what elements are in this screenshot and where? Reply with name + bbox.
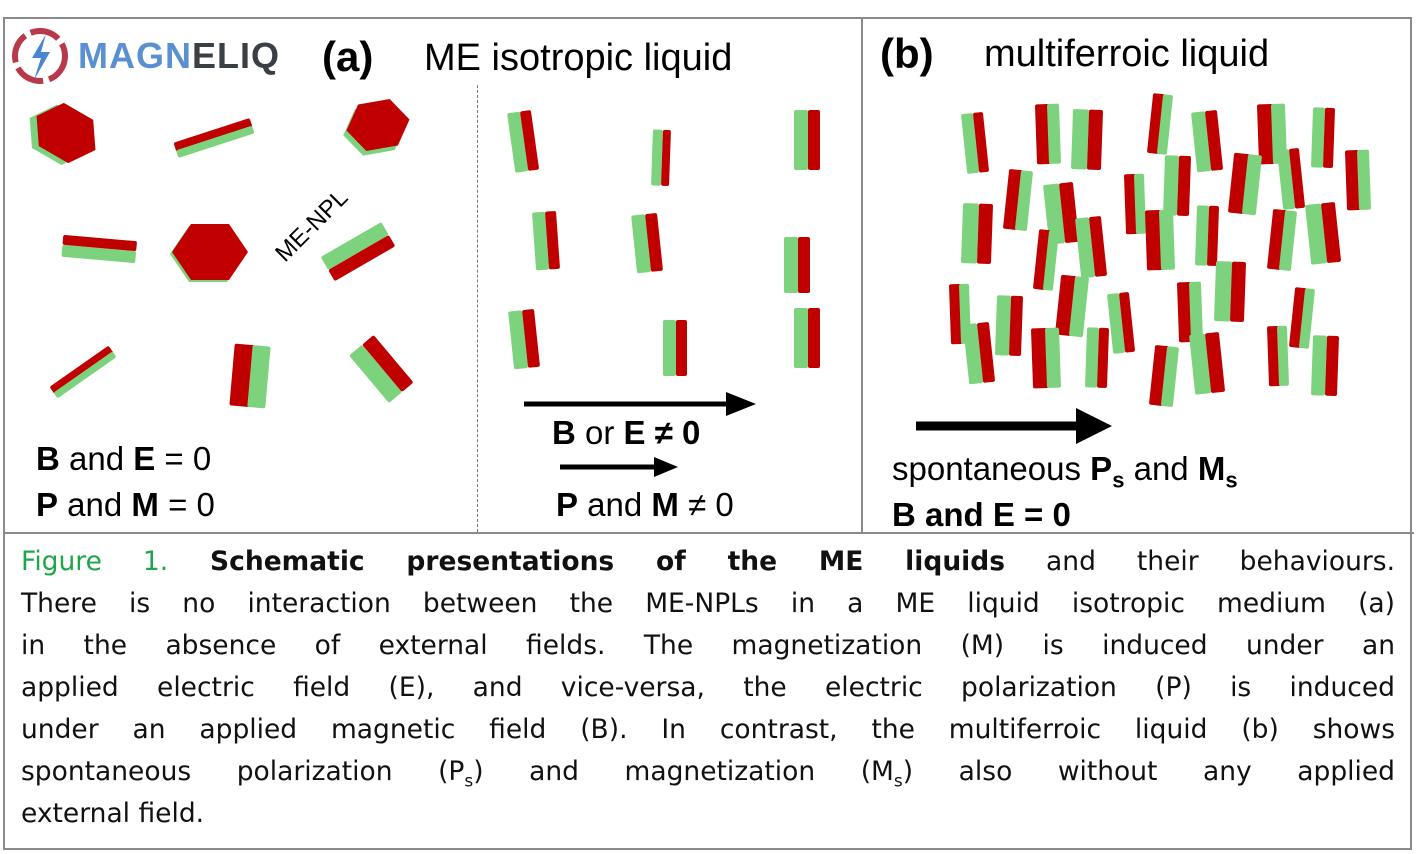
platelet xyxy=(1124,173,1146,235)
platelet xyxy=(1107,292,1135,354)
platelet xyxy=(1145,209,1175,271)
platelet xyxy=(507,110,539,173)
platelet xyxy=(229,343,271,409)
fields-nonzero-label: B or E ≠ 0 xyxy=(552,414,701,451)
logo-text: MAGNELIQ xyxy=(78,35,281,76)
platelet xyxy=(963,322,995,385)
panel-a-title: ME isotropic liquid xyxy=(424,37,733,79)
platelet xyxy=(651,129,671,186)
caption-line: in the absence of external fields. The m… xyxy=(21,630,1395,661)
platelet xyxy=(321,222,395,281)
platelet xyxy=(1305,202,1341,265)
fields-zero-label: B and E = 0 xyxy=(36,440,212,477)
platelet xyxy=(1177,281,1203,343)
caption-line: spontaneous polarization (Ps) and magnet… xyxy=(21,756,1395,792)
platelet xyxy=(1214,261,1246,322)
platelet xyxy=(1267,325,1289,387)
platelet xyxy=(1345,149,1371,211)
figure-label: Figure 1. xyxy=(21,546,169,577)
field-arrow xyxy=(524,392,756,416)
platelet xyxy=(1031,327,1061,389)
magneliq-logo: MAGNELIQ xyxy=(10,26,280,86)
caption-divider xyxy=(3,532,1414,534)
platelet xyxy=(1071,109,1103,170)
platelet xyxy=(1163,155,1191,216)
platelet xyxy=(995,295,1023,356)
platelet xyxy=(1147,93,1173,155)
platelet xyxy=(1311,107,1335,168)
caption-line: under an applied magnetic field (B). In … xyxy=(21,714,1395,745)
fields-zero-label-b: B and E = 0 xyxy=(892,496,1071,533)
caption-line: external field. xyxy=(21,798,205,829)
platelet xyxy=(1311,335,1339,396)
platelet xyxy=(794,110,820,170)
figure-frame xyxy=(3,17,1412,850)
panel-b-title: multiferroic liquid xyxy=(984,33,1270,75)
dashed-divider xyxy=(477,85,478,532)
lightning-ring-icon xyxy=(12,28,68,84)
platelet xyxy=(961,203,993,264)
platelet xyxy=(784,237,810,293)
platelet xyxy=(1191,110,1223,173)
field-arrow xyxy=(560,457,678,477)
platelet xyxy=(631,213,663,274)
platelet xyxy=(1035,103,1061,165)
platelet xyxy=(1075,216,1107,279)
platelet xyxy=(1055,274,1089,338)
field-arrow xyxy=(916,408,1112,444)
panel-a-label: (a) xyxy=(322,33,374,80)
platelet xyxy=(1195,205,1219,266)
figure-caption: Figure 1. Schematic presentations of the… xyxy=(21,541,1395,835)
platelet xyxy=(61,234,137,263)
platelet xyxy=(50,346,116,398)
platelet xyxy=(1043,182,1079,245)
platelet xyxy=(532,211,560,271)
platelet xyxy=(1228,152,1262,216)
caption-line: applied electric field (E), and vice-ver… xyxy=(21,672,1395,703)
platelet xyxy=(1289,287,1315,349)
platelet xyxy=(1277,148,1305,210)
platelet-face xyxy=(170,224,248,282)
platelet xyxy=(174,118,254,158)
panel-b-label: (b) xyxy=(880,30,934,77)
platelet xyxy=(663,320,687,376)
panel-divider xyxy=(861,17,863,533)
platelet xyxy=(961,112,989,174)
platelet xyxy=(1257,103,1287,165)
caption-line: Figure 1. Schematic presentations of the… xyxy=(21,546,1395,577)
platelet xyxy=(1085,327,1109,388)
polarization-zero-label: P and M = 0 xyxy=(36,486,215,523)
caption-line: There is no interaction between the ME-N… xyxy=(21,588,1395,619)
platelet xyxy=(508,309,540,370)
platelet-face xyxy=(29,102,96,165)
polarization-nonzero-label: P and M ≠ 0 xyxy=(556,486,734,523)
platelet xyxy=(1003,169,1033,231)
platelet xyxy=(349,335,413,403)
platelet xyxy=(794,308,820,368)
platelet xyxy=(1189,332,1225,395)
platelet xyxy=(1267,209,1297,271)
platelet-face xyxy=(343,98,410,156)
platelet xyxy=(1033,229,1059,291)
platelet xyxy=(1149,345,1179,407)
spontaneous-label: spontaneous Ps and Ms xyxy=(892,450,1238,493)
